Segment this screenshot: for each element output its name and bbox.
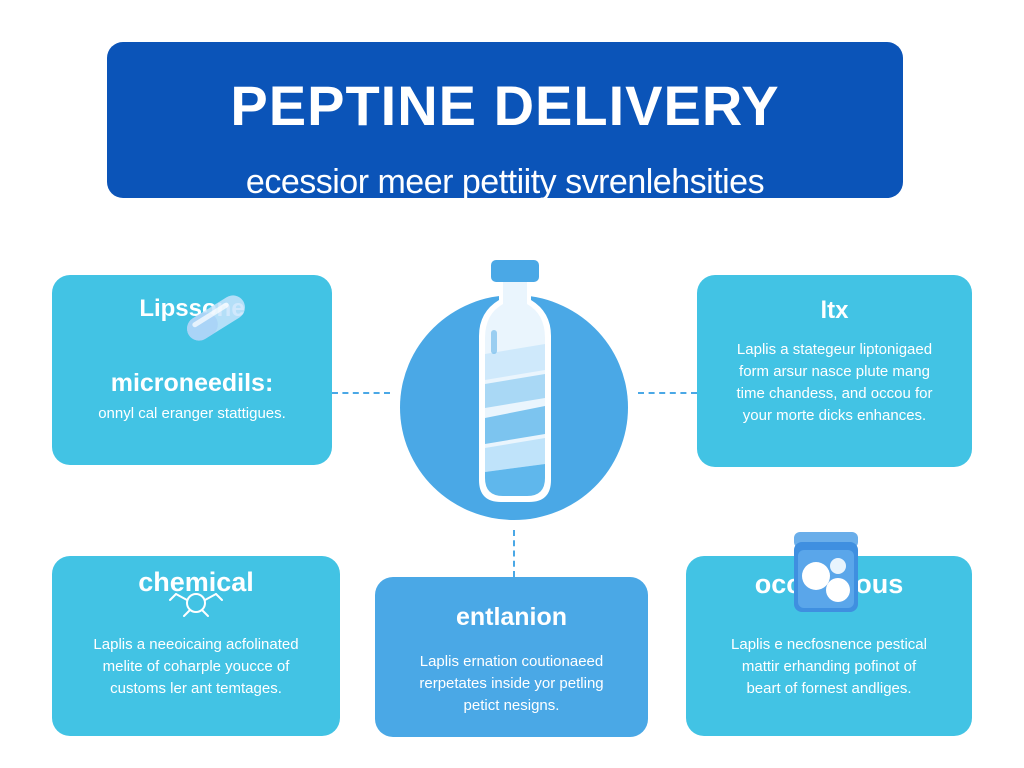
card-lipsome-heading: microneedils: (110, 369, 274, 397)
card-entlanion: entlanion Laplis ernation coutionaeed re… (375, 577, 648, 737)
body-line: customs ler ant temtages. (110, 680, 282, 697)
page-title: PEPTINE DELIVERY (230, 74, 780, 137)
body-line: rerpetates inside yor petling (419, 675, 604, 692)
connector-bottom (513, 530, 515, 577)
body-line: Laplis ernation coutionaeed (419, 653, 604, 670)
body-line: form arsur nasce plute mang (739, 363, 930, 380)
card-chemical: chemical Laplis a neeoicaing acfolinated… (52, 556, 340, 736)
molecule-icon (169, 593, 223, 617)
card-ltx-title: ltx (820, 297, 849, 324)
connector-right (638, 392, 697, 394)
body-line: petict nesigns. (463, 697, 560, 714)
card-ltx-body: Laplis a stategeur liptonigaed form arsu… (697, 339, 972, 427)
body-line: your morte dicks enhances. (742, 407, 927, 424)
body-line: Laplis a neeoicaing acfolinated (93, 636, 299, 653)
card-lipsome-body: onnyl cal eranger stattigues. (98, 405, 286, 422)
card-lipsome: Lipssone microneedils: onnyl cal eranger… (52, 275, 332, 465)
body-line: beart of fornest andliges. (746, 680, 912, 697)
card-chemical-body: Laplis a neeoicaing acfolinated melite o… (52, 634, 340, 700)
page-subtitle: ecessior meer pettiity svrenlehsities (245, 163, 765, 201)
card-occlusive-body: Laplis e necfosnence pestical mattir erh… (686, 634, 972, 700)
card-entlanion-body: Laplis ernation coutionaeed rerpetates i… (375, 651, 648, 717)
body-line: Laplis e necfosnence pestical (731, 636, 927, 653)
body-line: melite of coharple youcce of (102, 658, 290, 675)
card-entlanion-title: entlanion (455, 603, 568, 631)
body-line: time chandess, and occou for (736, 385, 933, 402)
connector-left (332, 392, 390, 394)
header-banner: PEPTINE DELIVERY ecessior meer pettiity … (107, 42, 903, 201)
card-ltx: ltx Laplis a stategeur liptonigaed form … (697, 275, 972, 467)
card-chemical-title: chemical (138, 567, 254, 597)
bottle-icon (479, 260, 551, 502)
capsule-icon (187, 295, 245, 341)
card-occlusive: occlulsious Laplis e necfosnence pestica… (686, 556, 972, 736)
body-line: Laplis a stategeur liptonigaed (736, 341, 933, 358)
jar-icon (794, 532, 858, 612)
body-line: mattir erhanding pofinot of (741, 658, 917, 675)
